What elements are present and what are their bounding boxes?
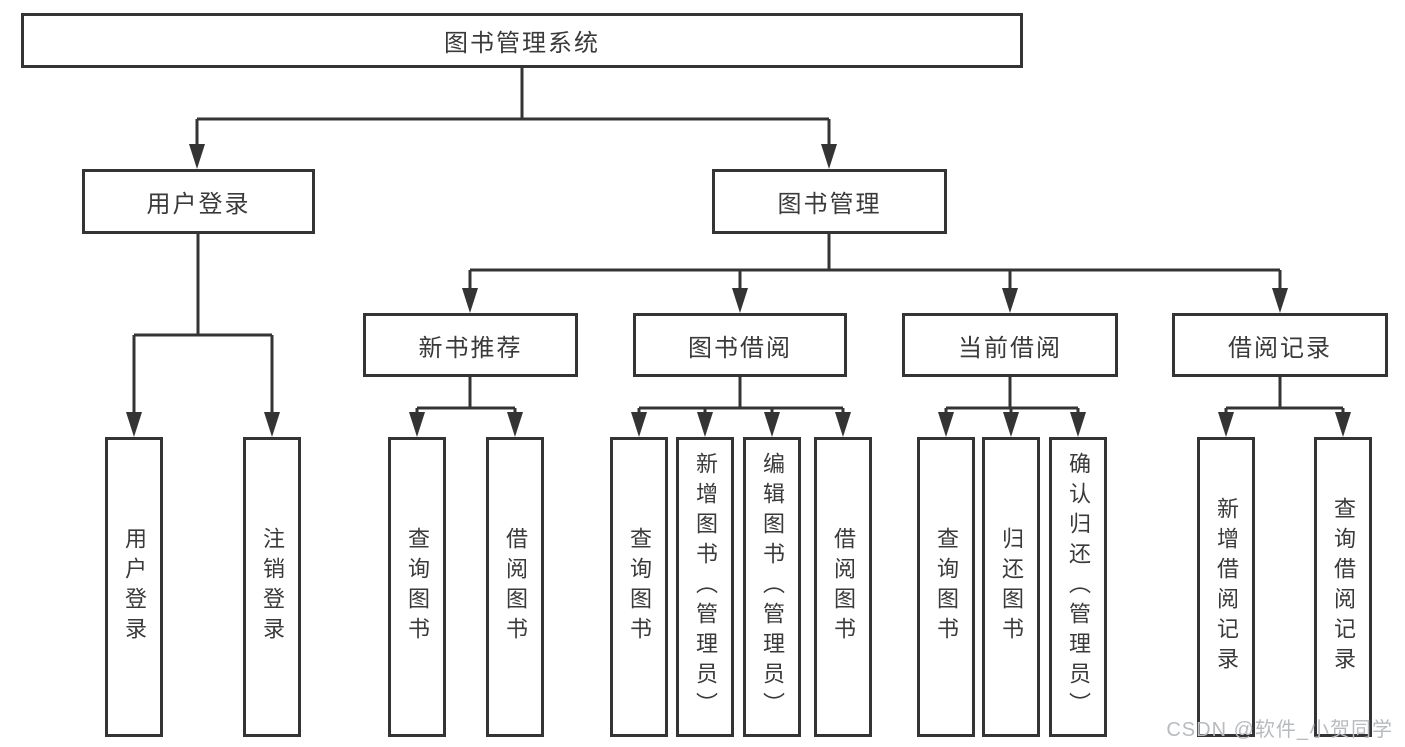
node-label: 查询图书 bbox=[405, 527, 430, 647]
leaf-user-login: 用户登录 bbox=[105, 437, 163, 737]
leaf-edit-books-admin: 编辑图书（管理员） bbox=[743, 437, 801, 737]
node-label: 编辑图书（管理员） bbox=[760, 452, 785, 722]
node-new-book-recommend: 新书推荐 bbox=[363, 313, 578, 377]
node-label: 借阅记录 bbox=[1228, 334, 1332, 362]
node-label: 图书借阅 bbox=[688, 334, 792, 362]
leaf-return-books: 归还图书 bbox=[982, 437, 1040, 737]
node-label: 图书管理系统 bbox=[444, 30, 600, 57]
node-label: 归还图书 bbox=[999, 527, 1024, 647]
node-label: 借阅图书 bbox=[503, 527, 528, 647]
leaf-borrow-books-recommend: 借阅图书 bbox=[486, 437, 544, 737]
leaf-borrow-books: 借阅图书 bbox=[814, 437, 872, 737]
csdn-watermark: CSDN @软件_小贺同学 bbox=[1166, 719, 1393, 741]
leaf-add-books-admin: 新增图书（管理员） bbox=[676, 437, 734, 737]
leaf-query-books-recommend: 查询图书 bbox=[388, 437, 446, 737]
node-library-management-system: 图书管理系统 bbox=[21, 13, 1023, 68]
node-book-borrow: 图书借阅 bbox=[633, 313, 847, 377]
node-label: 当前借阅 bbox=[958, 334, 1062, 362]
node-label: 查询借阅记录 bbox=[1331, 497, 1356, 677]
leaf-query-books-borrow: 查询图书 bbox=[610, 437, 668, 737]
node-label: 新增图书（管理员） bbox=[693, 452, 718, 722]
node-borrow-records: 借阅记录 bbox=[1172, 313, 1388, 377]
node-label: 新书推荐 bbox=[418, 334, 523, 362]
node-label: 注销登录 bbox=[260, 527, 285, 647]
node-book-management: 图书管理 bbox=[712, 169, 947, 234]
node-label: 借阅图书 bbox=[831, 527, 856, 647]
leaf-query-books-current: 查询图书 bbox=[917, 437, 975, 737]
node-label: 图书管理 bbox=[777, 191, 882, 218]
node-label: 查询图书 bbox=[627, 527, 652, 647]
node-current-borrow: 当前借阅 bbox=[902, 313, 1118, 377]
node-label: 用户登录 bbox=[122, 527, 147, 647]
node-label: 用户登录 bbox=[146, 191, 251, 218]
node-label: 查询图书 bbox=[934, 527, 959, 647]
node-label: 新增借阅记录 bbox=[1214, 497, 1239, 677]
leaf-logout: 注销登录 bbox=[243, 437, 301, 737]
node-user-login: 用户登录 bbox=[82, 169, 315, 234]
node-label: 确认归还（管理员） bbox=[1066, 452, 1091, 722]
leaf-confirm-return-admin: 确认归还（管理员） bbox=[1049, 437, 1107, 737]
leaf-add-borrow-record: 新增借阅记录 bbox=[1197, 437, 1255, 737]
leaf-query-borrow-record: 查询借阅记录 bbox=[1314, 437, 1372, 737]
